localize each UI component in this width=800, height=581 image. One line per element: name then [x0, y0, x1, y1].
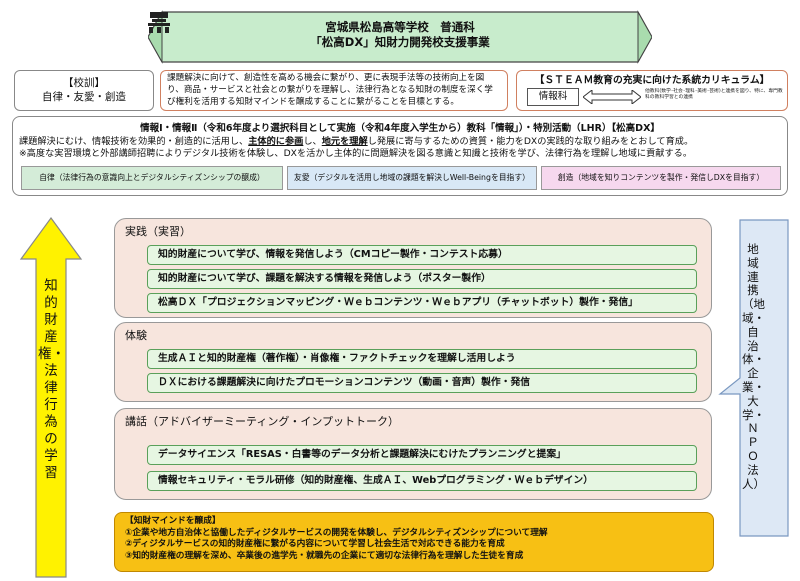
info-subject-box: 情報科 [527, 88, 579, 106]
mission-box: 課題解決に向けて、創造性を高める機会に繋がり、更に表現手法等の技術向上を図 り、… [160, 70, 508, 111]
banner-line1: 宮城県松島高等学校 普通科 [325, 20, 475, 34]
banner-shape [148, 10, 652, 64]
tag-creation: 創造（地域を知りコンテンツを製作・発信しDXを目指す） [541, 166, 781, 190]
section-title: 講話（アドバイザーミーティング・インプットトーク） [125, 415, 400, 428]
steam-title: 【ＳＴＥＡＭ教育の充実に向けた系統カリキュラム】 [534, 75, 770, 86]
motto-label: 【校訓】 [63, 77, 105, 89]
steam-note: 他教科(数学･社会･理科･美術･芸術)と連携を図り、特に、専門教科の教科学習との… [645, 89, 783, 100]
motto-value: 自律・友愛・創造 [42, 91, 126, 103]
curriculum-emphasis: 地元を理解 [321, 136, 368, 147]
curriculum-text: ・創造的に活用し、 [165, 136, 249, 147]
school-building-icon [148, 12, 170, 33]
tag-friendship: 友愛（デジタルを活用し地域の課題を解決しWell-Beingを目指す） [287, 166, 537, 190]
mind-line: ①企業や地方自治体と協働したディジタルサービスの開発を体験し、デジタルシティズン… [125, 527, 548, 538]
section-practice: 実践（実習） 知的財産について学び、情報を発信しよう（CMコピー製作・コンテスト… [114, 218, 712, 318]
mission-line: 課題解決に向けて、創造性を高める機会に繋がり、更に表現手法等の技術向上を図 [167, 73, 485, 83]
right-column-label: 地域連携（地域・自治体・企業・大学・ＮＰＯ法人） [742, 242, 765, 491]
curriculum-title: 情報Ⅰ・情報Ⅱ（令和6年度より選択科目として実施（令和4年度入学生から）教科「情… [140, 123, 660, 134]
practice-item: 松高ＤＸ「プロジェクションマッピング・Ｗｅｂコンテンツ・Ｗｅｂアプリ（チャットボ… [147, 293, 697, 313]
mission-line: り、商品・サービスと社会との繋がりを理解し、法律行為となる知財の制度を深く学 [167, 84, 493, 95]
curriculum-text: 課題解決にむけ、情報技術を効果的 [19, 136, 166, 147]
left-arrow-label: 知的財産権・法律行為の学習 [38, 278, 65, 481]
section-title: 体験 [125, 329, 147, 342]
regional-link-arrow [718, 219, 789, 537]
section-lecture: 講話（アドバイザーミーティング・インプットトーク） データサイエンス「RESAS… [114, 408, 712, 500]
banner-title: 宮城県松島高等学校 普通科 「松高DX」知財力開発校支援事業 [148, 20, 652, 50]
section-experience: 体験 生成ＡＩと知的財産権（著作権）・肖像権・ファクトチェックを理解し活用しよう… [114, 322, 712, 402]
experience-item: ＤＸにおける課題解決に向けたプロモーションコンテンツ（動画・音声）製作・発信 [147, 373, 697, 393]
lecture-item: データサイエンス「RESAS・白書等のデータ分析と課題解決にむけたプランニングと… [147, 445, 697, 465]
curriculum-line2: ※高度な実習環境と外部講師招聘によりデジタル技術を体験し、DXを活かし主体的に問… [19, 148, 693, 159]
banner-line2: 「松高DX」知財力開発校支援事業 [310, 35, 490, 49]
header-banner: 宮城県松島高等学校 普通科 「松高DX」知財力開発校支援事業 [148, 10, 652, 64]
mind-line: ②ディジタルサービスの知的財産権に繋がる内容について学習し社会生活で対応できる能… [125, 539, 505, 550]
experience-item: 生成ＡＩと知的財産権（著作権）・肖像権・ファクトチェックを理解し活用しよう [147, 349, 697, 369]
steam-box: 【ＳＴＥＡＭ教育の充実に向けた系統カリキュラム】 情報科 他教科(数学･社会･理… [516, 70, 788, 111]
motto-box: 【校訓】 自律・友愛・創造 [14, 70, 154, 111]
lecture-item: 情報セキュリティ・モラル研修（知的財産権、生成ＡＩ、Webプログラミング・Ｗｅｂ… [147, 471, 697, 491]
section-title: 実践（実習） [125, 225, 191, 238]
tag-autonomy: 自律（法律行為の意識向上とデジタルシティズンシップの醸成） [21, 166, 283, 190]
curriculum-text: し、 [303, 136, 322, 147]
practice-item: 知的財産について学び、情報を発信しよう（CMコピー製作・コンテスト応募） [147, 245, 697, 265]
double-arrow-icon [583, 90, 641, 104]
up-arrow-shape [19, 216, 83, 578]
mind-line: ③知的財産権の理解を深め、卒業後の進学先・就職先の企業にて適切な法律行為を理解し… [125, 550, 524, 561]
practice-item: 知的財産について学び、課題を解決する情報を発信しよう（ポスター製作） [147, 269, 697, 289]
curriculum-line1: 課題解決にむけ、情報技術を効果的・創造的に活用し、主体的に参画し、地元を理解し発… [19, 133, 693, 147]
mission-line: び権利を活用する知財マインドを醸成することに繋がることを目標とする。 [167, 96, 459, 107]
ip-mindset-box: 【知財マインドを醸成】 ①企業や地方自治体と協働したディジタルサービスの開発を体… [114, 512, 714, 572]
curriculum-text: し発展に寄与するための資質・能力をDXの実践的な取り組みをとおして育成。 [367, 136, 694, 147]
curriculum-emphasis: 主体的に参画 [248, 136, 304, 147]
curriculum-box: 情報Ⅰ・情報Ⅱ（令和6年度より選択科目として実施（令和4年度入学生から）教科「情… [12, 116, 788, 196]
mind-title: 【知財マインドを醸成】 [125, 516, 221, 526]
